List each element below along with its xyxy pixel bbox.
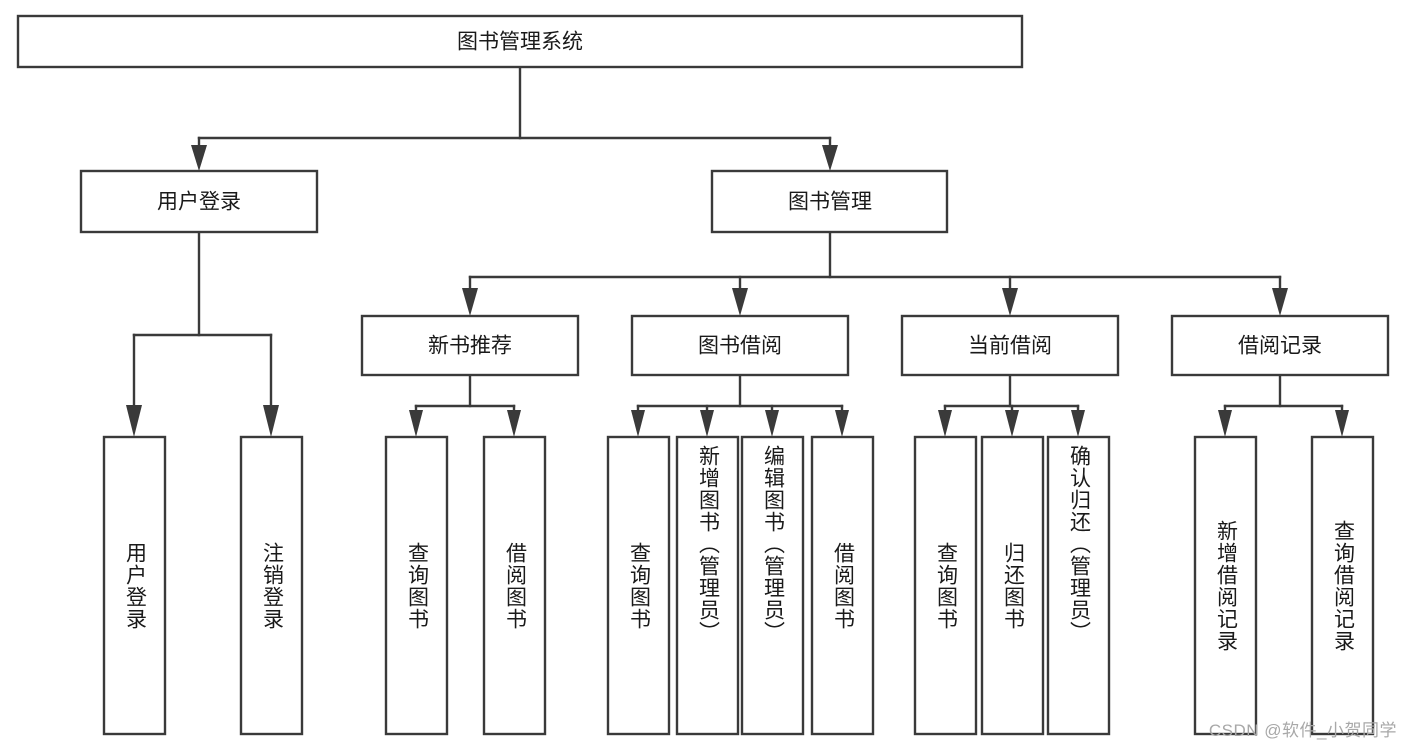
node-leaf-return-book-box[interactable] bbox=[980, 435, 1045, 736]
leaf-box-layer bbox=[102, 435, 1375, 736]
arrow-head-book-borrow bbox=[732, 288, 748, 316]
node-borrow-record[interactable]: 借阅记录 bbox=[1170, 314, 1390, 377]
node-leaf-confirm-return-box[interactable] bbox=[1046, 435, 1111, 736]
node-book-borrow-label: 图书借阅 bbox=[698, 335, 782, 358]
arrow-head-borrow-record bbox=[1272, 288, 1288, 316]
arrow-head-leaf-user-logout bbox=[263, 405, 279, 437]
node-leaf-add-record-box[interactable] bbox=[1193, 435, 1258, 736]
node-leaf-add-book-box[interactable] bbox=[675, 435, 740, 736]
connector-layer bbox=[126, 65, 1349, 437]
node-book-borrow[interactable]: 图书借阅 bbox=[630, 314, 850, 377]
node-current-borrow[interactable]: 当前借阅 bbox=[900, 314, 1120, 377]
node-leaf-user-login-box[interactable] bbox=[102, 435, 167, 736]
arrow-head-leaf-confirm-return bbox=[1071, 410, 1085, 437]
node-leaf-query-record-box[interactable] bbox=[1310, 435, 1375, 736]
arrow-head-new-book-recommend bbox=[462, 288, 478, 316]
arrow-head-leaf-borrow-book-1 bbox=[507, 410, 521, 437]
node-leaf-borrow-book-1-box[interactable] bbox=[482, 435, 547, 736]
arrow-head-leaf-query-book-2 bbox=[631, 410, 645, 437]
node-book-manage[interactable]: 图书管理 bbox=[710, 169, 949, 234]
arrow-head-leaf-user-login bbox=[126, 405, 142, 437]
node-leaf-query-book-3-box[interactable] bbox=[913, 435, 978, 736]
node-current-borrow-label: 当前借阅 bbox=[968, 335, 1052, 358]
node-user-login-box[interactable] bbox=[79, 169, 319, 234]
arrow-head-leaf-query-book-1 bbox=[409, 410, 423, 437]
node-book-manage-box[interactable] bbox=[710, 169, 949, 234]
watermark-text: CSDN @软件_小贺同学 bbox=[1208, 721, 1397, 740]
arrow-head-leaf-add-book bbox=[700, 410, 714, 437]
arrow-head-leaf-query-book-3 bbox=[938, 410, 952, 437]
node-book-manage-label: 图书管理 bbox=[788, 191, 872, 214]
arrow-head-user-login bbox=[191, 145, 207, 171]
node-user-login-label: 用户登录 bbox=[157, 191, 241, 214]
arrow-head-leaf-add-record bbox=[1218, 410, 1232, 437]
node-book-borrow-box[interactable] bbox=[630, 314, 850, 377]
node-new-book-recommend-box[interactable] bbox=[360, 314, 580, 377]
node-leaf-query-book-1-box[interactable] bbox=[384, 435, 449, 736]
node-root-label: 图书管理系统 bbox=[457, 31, 583, 54]
arrow-head-leaf-borrow-book-2 bbox=[835, 410, 849, 437]
arrow-head-leaf-edit-book bbox=[765, 410, 779, 437]
arrow-head-leaf-return-book bbox=[1005, 410, 1019, 437]
arrow-head-current-borrow bbox=[1002, 288, 1018, 316]
node-borrow-record-box[interactable] bbox=[1170, 314, 1390, 377]
node-leaf-borrow-book-2-box[interactable] bbox=[810, 435, 875, 736]
node-borrow-record-label: 借阅记录 bbox=[1238, 335, 1322, 358]
node-root-box[interactable] bbox=[16, 14, 1024, 69]
node-new-book-recommend[interactable]: 新书推荐 bbox=[360, 314, 580, 377]
arrow-head-leaf-query-record bbox=[1335, 410, 1349, 437]
node-leaf-edit-book-box[interactable] bbox=[740, 435, 805, 736]
node-leaf-query-book-2-box[interactable] bbox=[606, 435, 671, 736]
node-leaf-user-logout-box[interactable] bbox=[239, 435, 304, 736]
node-user-login[interactable]: 用户登录 bbox=[79, 169, 319, 234]
node-new-book-recommend-label: 新书推荐 bbox=[428, 335, 512, 358]
node-current-borrow-box[interactable] bbox=[900, 314, 1120, 377]
arrow-head-book-manage bbox=[822, 145, 838, 171]
node-root[interactable]: 图书管理系统 bbox=[16, 14, 1024, 69]
